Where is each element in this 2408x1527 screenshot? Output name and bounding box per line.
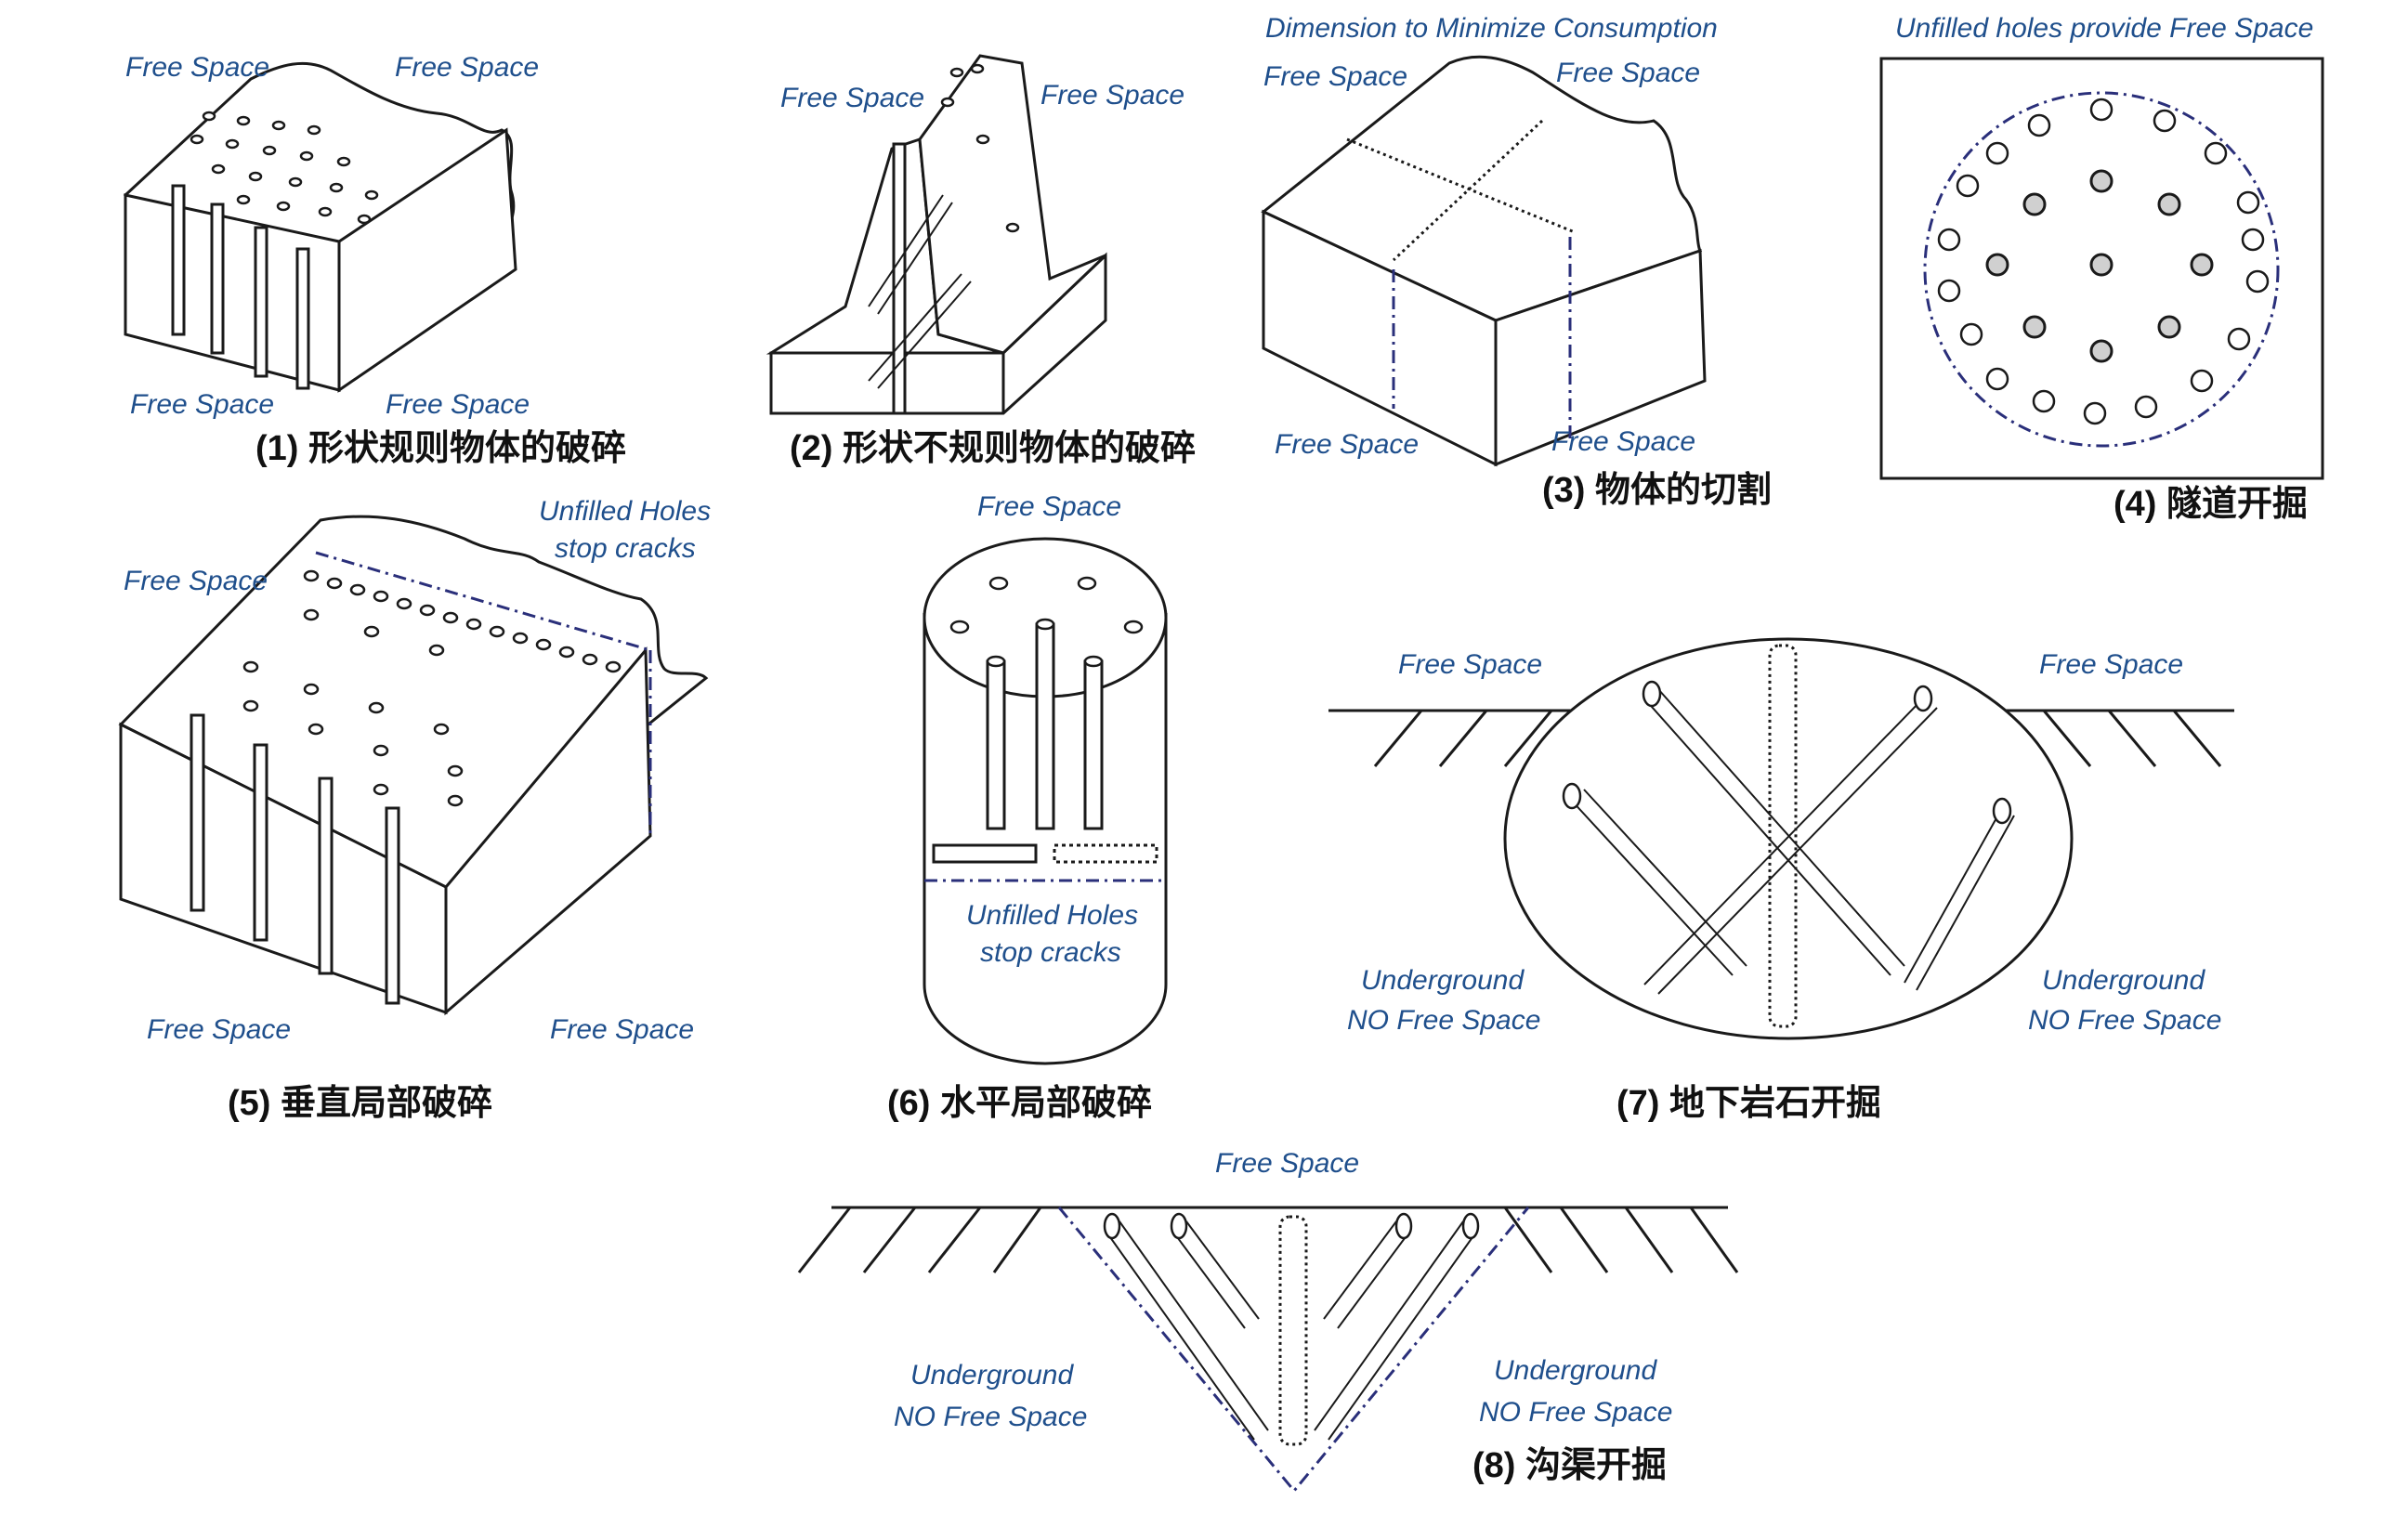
panel-1-label-top-right: Free Space [395,52,539,83]
panel-1-drill-holes [190,111,379,225]
panel-3-block-top [1261,55,1703,322]
panel-3-label-top-right: Free Space [1556,58,1700,88]
panel-6-horizontal-local-breaking: Free Space Unfilled Holes stop cracks (6… [887,491,1168,1123]
panel-7-excavation-zone [1503,637,2074,1040]
panel-3-label-bottom-left: Free Space [1275,429,1419,460]
panel-4-outline-circle [1923,91,2280,448]
panel-4-tunnel-excavation: Unfilled holes provide Free Space (4) 隧道… [1879,13,2324,524]
panel-8-label-no-free-right: NO Free Space [1479,1397,1672,1428]
panel-6-top-holes [949,576,1144,634]
panel-5-label-bottom-left: Free Space [147,1014,291,1045]
panel-6-cylinder-body [923,613,1168,1065]
panel-5-label-bottom-right: Free Space [550,1014,694,1045]
panel-7-bores [1562,644,2015,1028]
panel-8-trench-outline [1057,1207,1530,1494]
panel-3-object-cutting: Dimension to Minimize Consumption Free S… [1261,13,1772,510]
panel-2-label-right: Free Space [1040,80,1184,111]
panel-8-caption: (8) 沟渠开掘 [1472,1446,1667,1485]
panel-4-label-top: Unfilled holes provide Free Space [1895,13,2313,44]
panel-5-label-unfilled: Unfilled Holes [539,496,711,527]
panel-1-label-bottom-right: Free Space [386,389,530,420]
panel-6-label-top: Free Space [977,491,1121,522]
panel-7-label-free-right: Free Space [2039,649,2183,680]
panel-1-block-right-face [337,127,517,393]
panel-5-vertical-bores [190,713,400,1005]
panel-6-caption: (6) 水平局部破碎 [887,1084,1152,1123]
panel-8-bores [1103,1212,1480,1446]
panel-7-label-underground-right: Underground [2042,965,2205,996]
panel-8-trench-excavation: Free Space Underground NO Free Space Und… [797,1148,1739,1494]
panel-7-ground-hatch [1373,710,2222,767]
panel-8-label-underground-right: Underground [1494,1355,1657,1386]
panel-8-label-free: Free Space [1215,1148,1359,1179]
panel-2-irregular-object-breaking: Free Space Free Space (2) 形状不规则物体的破碎 [766,54,1196,468]
panel-4-inner-holes [1985,169,2214,363]
panel-4-perimeter-holes [1937,98,2270,425]
panel-4-caption: (4) 隧道开掘 [2114,485,2308,524]
panel-5-label-top-left: Free Space [124,566,268,596]
panel-6-label-unfilled: Unfilled Holes [966,900,1138,931]
panel-3-caption: (3) 物体的切割 [1542,471,1772,510]
panel-7-underground-rock-excavation: Free Space Free Space Underground NO Fre… [1328,637,2234,1123]
panel-3-label-bottom-right: Free Space [1551,426,1695,457]
panel-5-stop-line-top [315,551,651,652]
panel-8-label-underground-left: Underground [910,1360,1074,1390]
panel-7-label-underground-left: Underground [1361,965,1525,996]
panel-3-label-dimension: Dimension to Minimize Consumption [1265,13,1718,44]
panel-3-cut-line-a [1346,137,1576,234]
panel-5-drill-holes [242,608,464,807]
panel-5-caption: (5) 垂直局部破碎 [228,1084,492,1123]
panel-3-cut-line-b [1392,119,1544,262]
panel-7-label-free-left: Free Space [1398,649,1542,680]
panel-2-caption: (2) 形状不规则物体的破碎 [790,429,1196,468]
panel-1-vertical-bores [171,184,310,390]
panel-1-label-top-left: Free Space [125,52,269,83]
panel-1-caption: (1) 形状规则物体的破碎 [255,429,626,468]
panel-3-block-right-face [1494,248,1707,467]
panel-2-label-left: Free Space [780,83,924,113]
panel-2-wedge-right [918,54,1107,355]
panel-1-label-bottom-left: Free Space [130,389,274,420]
panel-7-label-no-free-right: NO Free Space [2028,1005,2221,1036]
panel-5-label-stop-cracks: stop cracks [555,533,696,564]
panel-7-caption: (7) 地下岩石开掘 [1616,1084,1881,1123]
panel-6-label-stop-cracks: stop cracks [980,937,1121,968]
panel-8-ground-hatch [797,1207,1739,1273]
panel-5-block-right-face [444,646,652,1016]
panel-7-label-no-free-left: NO Free Space [1347,1005,1540,1036]
panel-6-horizontal-bores [932,843,1158,864]
panel-5-unfilled-holes-row [303,569,622,673]
panel-2-bores [868,63,1020,415]
panel-3-label-top-left: Free Space [1263,61,1407,92]
panel-6-vertical-bores [986,618,1104,830]
panel-8-label-no-free-left: NO Free Space [894,1402,1087,1432]
panel-5-vertical-local-breaking: Free Space Unfilled Holes stop cracks Fr… [118,496,711,1123]
panel-1-regular-object-breaking: Free Space Free Space Free Space Free Sp… [123,52,626,468]
